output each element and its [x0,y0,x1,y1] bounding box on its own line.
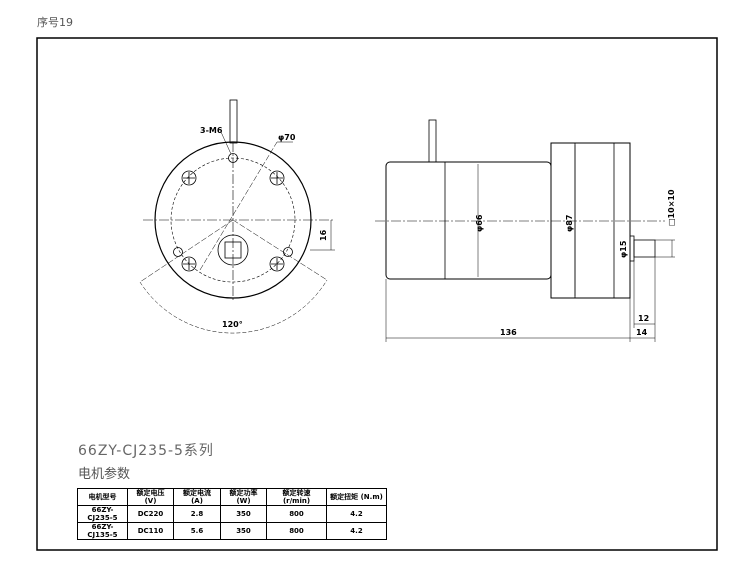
dim-3-m6: 3-M6 [200,126,223,135]
dim-phi66: φ66 [475,214,484,232]
gearbox [550,142,631,299]
col-header: 电机型号 [77,488,128,506]
screws [181,170,285,272]
dim-phi70: φ70 [278,133,296,142]
cell: 66ZY-CJ235-5 [77,505,128,523]
cell: 350 [220,522,267,540]
cell: 800 [266,522,327,540]
cell: 4.2 [326,505,387,523]
cell: DC110 [127,522,174,540]
dim-16: 16 [319,229,328,241]
dim-14: 14 [636,328,648,337]
shaft-boss [629,235,635,262]
series-title: 66ZY-CJ235-5系列 [78,443,214,459]
col-header: 额定电流 (A) [173,488,221,506]
dim-phi87: φ87 [565,215,574,232]
table-row: 66ZY-CJ135-5 DC110 5.6 350 800 4.2 [77,522,387,540]
cell: 66ZY-CJ135-5 [77,522,128,540]
table-header-row: 电机型号 额定电压 (V) 额定电流 (A) 额定功率 (W) 额定转速 (r/… [77,488,387,506]
cell: 350 [220,505,267,523]
cell: 4.2 [326,522,387,540]
output-shaft [633,239,656,258]
dim-shaft-square: □10×10 [667,189,676,226]
angle-arc [139,279,328,334]
motor-flange-outline [154,141,312,299]
cable [229,99,238,144]
cell: DC220 [127,505,174,523]
cell: 2.8 [173,505,221,523]
cell: 800 [266,505,327,523]
shaft-boss [217,234,249,266]
mount-hole [173,247,183,257]
col-header: 额定转速 (r/min) [266,488,327,506]
phi70-leader [199,141,278,271]
sheet-frame [36,37,718,551]
side-view [375,119,675,342]
dim-phi15: φ15 [619,240,628,258]
serial-number: 序号19 [37,16,73,29]
params-title: 电机参数 [78,467,131,482]
shaft-square [224,241,242,259]
front-view [139,99,335,334]
col-header: 额定扭矩 (N.m) [326,488,387,506]
m6-leader [220,131,232,155]
mount-hole [228,153,238,163]
motor-parameters-table: 电机型号 额定电压 (V) 额定电流 (A) 额定功率 (W) 额定转速 (r/… [77,488,387,540]
bolt-circle [170,157,296,283]
dim-120-degrees: 120° [222,320,243,329]
cell: 5.6 [173,522,221,540]
motor-body [385,161,552,280]
dim-136: 136 [500,328,517,337]
dim-12: 12 [638,314,649,323]
cable [428,119,437,163]
col-header: 额定电压 (V) [127,488,174,506]
col-header: 额定功率 (W) [220,488,267,506]
table-row: 66ZY-CJ235-5 DC220 2.8 350 800 4.2 [77,505,387,523]
